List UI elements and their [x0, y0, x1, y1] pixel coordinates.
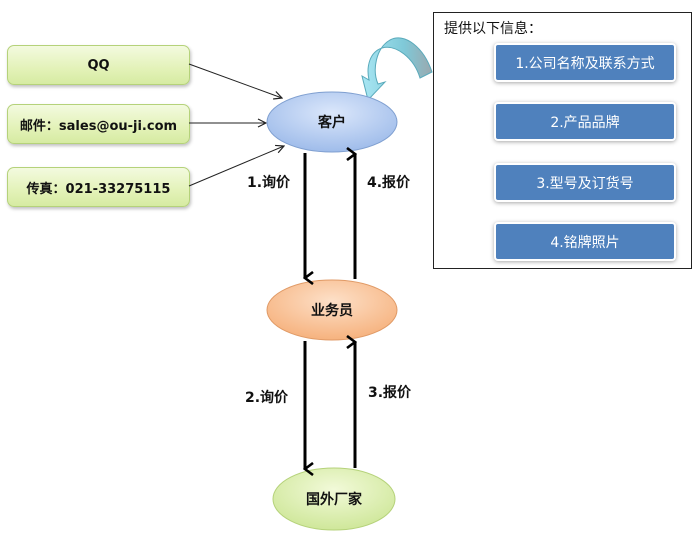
- salesperson-node-label: 业务员: [311, 302, 353, 319]
- contact-qq-label: QQ: [87, 57, 110, 73]
- flow-label-step2: 2.询价: [245, 389, 289, 406]
- arrow-fax-to-customer: [188, 146, 284, 187]
- info-item-model: 3.型号及订货号: [494, 163, 676, 202]
- info-item-label: 2.产品品牌: [550, 114, 620, 131]
- info-item-label: 3.型号及订货号: [536, 175, 634, 192]
- flow-label-step3: 3.报价: [368, 385, 412, 401]
- contact-fax-label: 传真：021-33275115: [26, 181, 171, 197]
- contact-fax-box: 传真：021-33275115: [7, 167, 190, 207]
- info-panel: 提供以下信息： 1.公司名称及联系方式 2.产品品牌 3.型号及订货号 4.铭牌…: [433, 12, 692, 269]
- contact-email-box: 邮件：sales@ou-ji.com: [7, 104, 190, 144]
- info-item-company: 1.公司名称及联系方式: [494, 43, 676, 82]
- info-item-brand: 2.产品品牌: [494, 102, 676, 141]
- factory-node: [272, 467, 396, 531]
- customer-node: [266, 91, 398, 153]
- customer-node-label: 客户: [317, 114, 346, 131]
- arrow-qq-to-customer: [188, 63, 282, 98]
- info-item-label: 1.公司名称及联系方式: [515, 55, 655, 72]
- info-item-label: 4.铭牌照片: [550, 234, 620, 251]
- info-item-nameplate: 4.铭牌照片: [494, 222, 676, 261]
- flow-label-step1: 1.询价: [247, 174, 291, 191]
- curved-arrow-icon: [361, 37, 433, 102]
- contact-email-label: 邮件：sales@ou-ji.com: [19, 118, 178, 134]
- flow-label-step4: 4.报价: [367, 175, 411, 191]
- salesperson-node: [266, 279, 398, 341]
- contact-qq-box: QQ: [7, 45, 190, 85]
- factory-node-label: 国外厂家: [306, 491, 363, 508]
- info-panel-title: 提供以下信息：: [444, 21, 542, 37]
